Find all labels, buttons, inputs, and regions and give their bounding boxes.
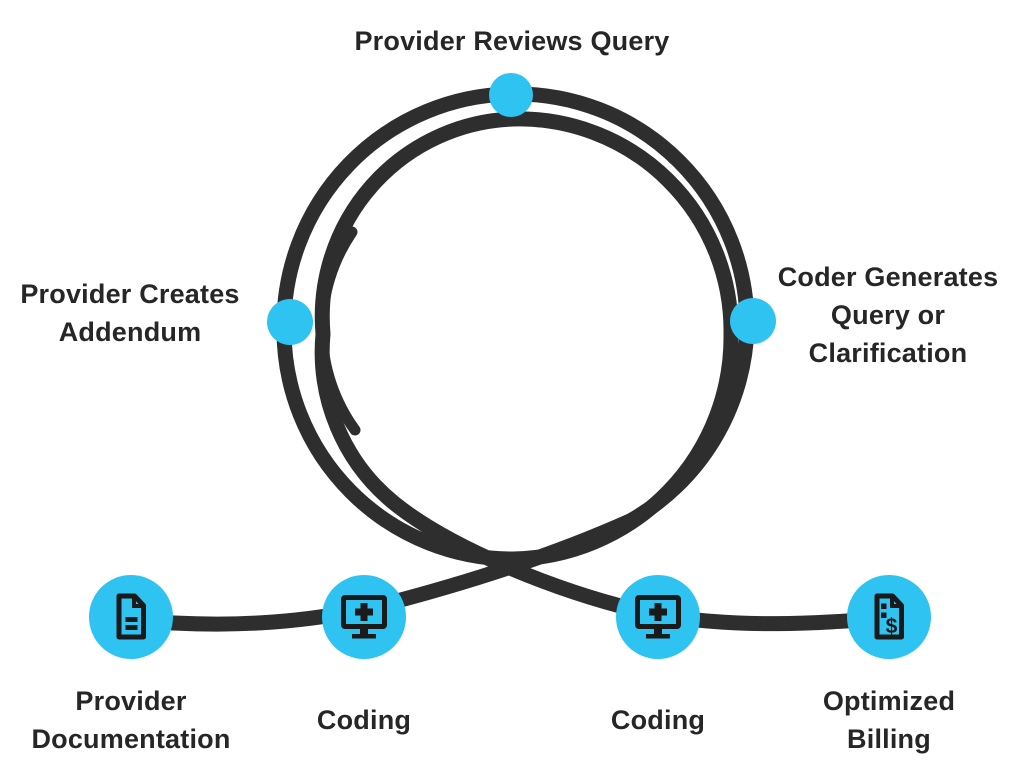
loop-step-label-left: Provider Creates Addendum bbox=[20, 279, 240, 347]
medical-monitor-icon bbox=[635, 595, 681, 639]
loop-dot-top bbox=[489, 73, 533, 117]
dollar-sign-glyph: $ bbox=[886, 615, 898, 638]
node-label-optimized-billing: Optimized Billing bbox=[822, 686, 956, 754]
billing-invoice-icon: $ bbox=[874, 593, 904, 640]
loop-inner-scribble-stroke bbox=[316, 226, 361, 436]
loop-dot-left bbox=[267, 299, 313, 345]
node-label-coding-2: Coding bbox=[610, 705, 706, 735]
node-coding-2 bbox=[616, 575, 700, 659]
loop-dot-right bbox=[730, 298, 776, 344]
loop-scribble-stroke bbox=[123, 86, 898, 632]
loop-step-label-top: Provider Reviews Query bbox=[354, 26, 670, 56]
node-provider-documentation bbox=[89, 575, 173, 659]
node-circle bbox=[847, 575, 931, 659]
medical-monitor-icon bbox=[341, 595, 387, 639]
node-coding-1 bbox=[322, 575, 406, 659]
node-label-provider-documentation: Provider Documentation bbox=[31, 686, 231, 754]
node-label-coding-1: Coding bbox=[316, 705, 412, 735]
node-optimized-billing: $ bbox=[847, 575, 931, 659]
document-icon bbox=[116, 593, 146, 640]
loop-step-label-right: Coder Generates Query or Clarification bbox=[777, 262, 999, 368]
